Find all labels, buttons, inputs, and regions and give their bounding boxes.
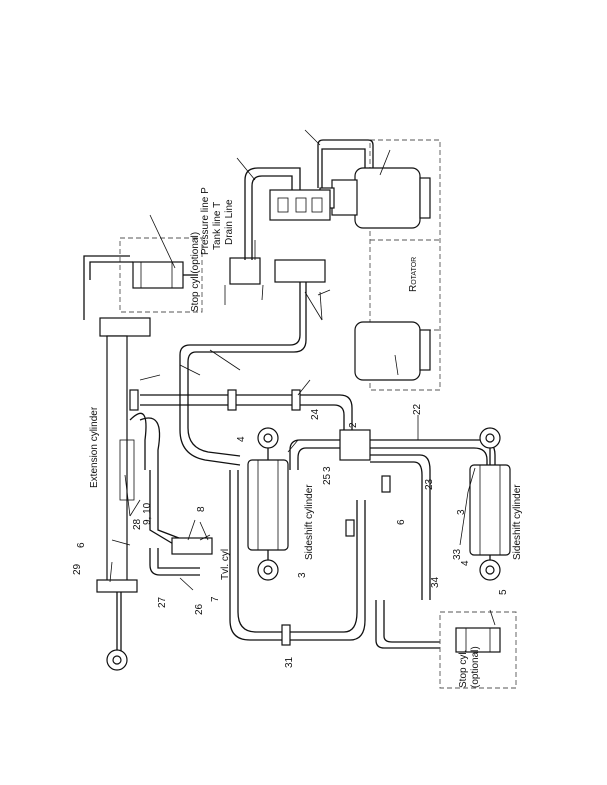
stop-cylinder-bottom: Stop cyl. (optional) (439, 611, 517, 689)
sideshift-right-label: Sideshift cylinder (512, 484, 523, 560)
callout-3a: 3 (322, 466, 333, 472)
tank-line-label: Tank line T (212, 202, 223, 250)
stop-cyl-bottom-label-1: Stop cyl. (458, 650, 469, 688)
sideshift-left-label: Sideshift cylinder (304, 484, 315, 560)
callout-27: 27 (157, 596, 168, 608)
callout-33: 33 (452, 548, 463, 560)
callout-28: 28 (132, 518, 143, 530)
callout-29: 29 (72, 563, 83, 575)
callout-26: 26 (194, 603, 205, 615)
callout-8: 8 (196, 506, 207, 512)
extension-cylinder-label: Extension cylinder (89, 406, 100, 488)
line-labels: Pressure line P Tank line T Drain Line (200, 187, 235, 255)
tvl-cyl-label: Tvl. cyl (220, 549, 231, 580)
hose-routing (83, 139, 496, 649)
callout-3b: 3 (297, 572, 308, 578)
rotator-assembly: Rotator (319, 139, 441, 391)
extension-cylinder: Extension cylinder (89, 317, 161, 671)
callout-4a: 4 (236, 436, 247, 442)
callout-4b: 4 (460, 560, 471, 566)
callout-6b: 6 (396, 519, 407, 525)
pressure-line-label: Pressure line P (200, 187, 211, 255)
callout-23: 23 (424, 478, 435, 490)
valve-block (229, 189, 331, 285)
callouts: 2 3 3 3 4 4 5 6 6 7 8 9, 10 22 23 24 25 … (72, 403, 509, 668)
callout-3c: 3 (456, 509, 467, 515)
sideshift-cylinder-left: Sideshift cylinder (247, 427, 315, 581)
callout-7: 7 (210, 596, 221, 602)
stop-cylinder-top: Stop cyl (optional) (119, 232, 203, 313)
callout-2: 2 (348, 422, 359, 428)
rotator-label: Rotator (408, 257, 419, 292)
drain-line-label: Drain Line (224, 199, 235, 245)
callout-34: 34 (430, 576, 441, 588)
tvl-cylinder: Tvl. cyl (171, 537, 231, 580)
callout-24: 24 (310, 408, 321, 420)
callout-6a: 6 (76, 542, 87, 548)
leader-lines (109, 129, 496, 626)
callout-31: 31 (284, 656, 295, 668)
callout-5: 5 (498, 589, 509, 595)
callout-9-10: 9, 10 (142, 502, 153, 525)
callout-22: 22 (412, 403, 423, 415)
stop-cyl-bottom-label-2: (optional) (470, 646, 481, 688)
callout-25: 25 (322, 473, 333, 485)
stop-cyl-top-label: Stop cyl (optional) (190, 232, 201, 312)
sideshift-cylinder-right: Sideshift cylinder (469, 427, 523, 581)
